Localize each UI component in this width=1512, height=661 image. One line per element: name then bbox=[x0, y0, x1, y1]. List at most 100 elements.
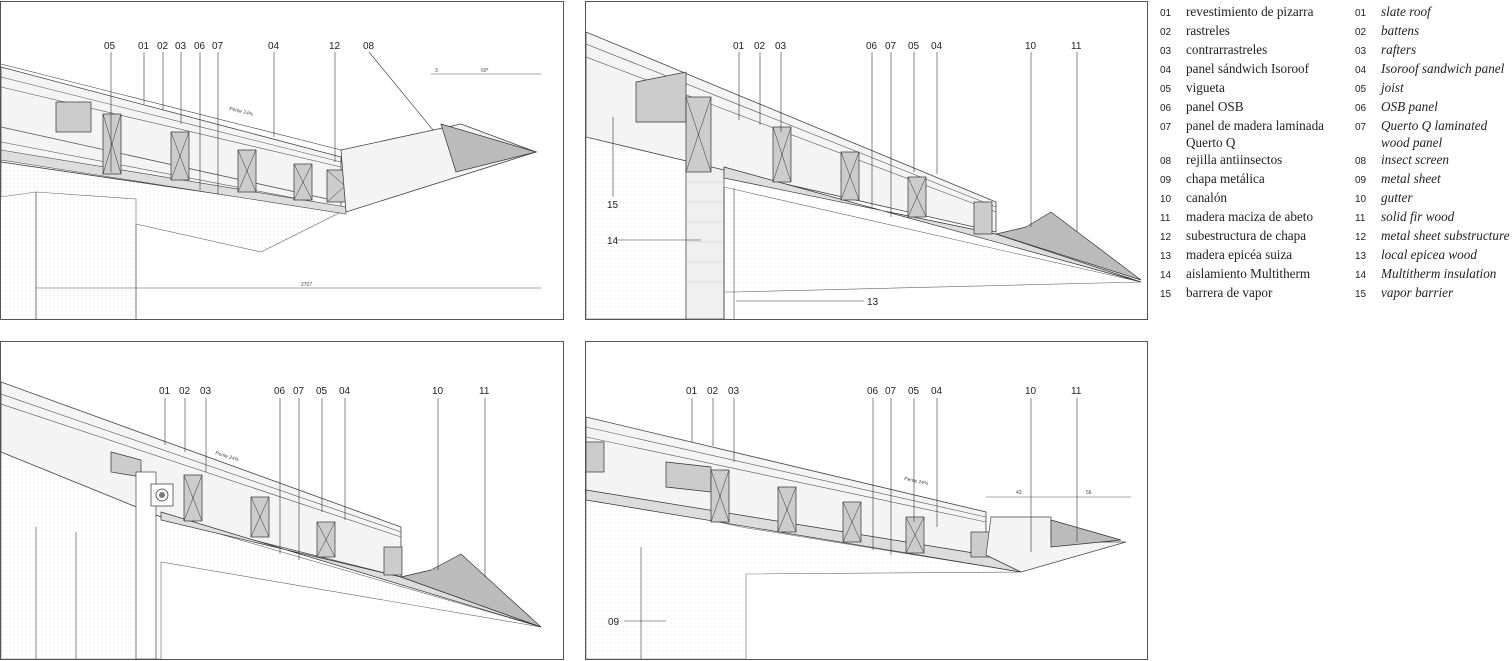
legend-number: 08 bbox=[1160, 156, 1172, 167]
legend-text: madera epicéa suiza bbox=[1186, 247, 1293, 262]
legend-number: 12 bbox=[1160, 232, 1172, 243]
legend-item: 10 canalón bbox=[1160, 189, 1350, 208]
label-01: 01 bbox=[733, 41, 745, 52]
label-04: 04 bbox=[339, 386, 351, 397]
dim-b: 56 bbox=[1086, 490, 1092, 496]
legend-item: 14 aislamiento Multitherm bbox=[1160, 265, 1350, 284]
label-05: 05 bbox=[908, 386, 920, 397]
gutter-solid-wood bbox=[399, 553, 542, 628]
label-10: 10 bbox=[1025, 386, 1037, 397]
legend-item: 12 subestructura de chapa bbox=[1160, 227, 1350, 246]
label-07: 07 bbox=[885, 41, 897, 52]
legend-text: gutter bbox=[1381, 190, 1413, 205]
label-06: 06 bbox=[274, 386, 286, 397]
legend-text: local epicea wood bbox=[1381, 247, 1477, 262]
slope-note: Pente 24% bbox=[904, 476, 930, 487]
legend-text: Multitherm insulation bbox=[1381, 266, 1497, 281]
legend-number: 06 bbox=[1355, 103, 1367, 114]
legend-number: 08 bbox=[1355, 156, 1367, 167]
label-05: 05 bbox=[316, 386, 328, 397]
legend-number: 03 bbox=[1160, 46, 1172, 57]
legend-text: insect screen bbox=[1381, 152, 1449, 167]
legend-text: Isoroof sandwich panel bbox=[1381, 61, 1505, 76]
dim-overall: 2707 bbox=[301, 282, 312, 288]
legend-text: metal sheet bbox=[1381, 171, 1441, 186]
legend-item: 11 solid fir wood bbox=[1355, 208, 1512, 227]
label-03: 03 bbox=[200, 386, 212, 397]
legend-item: 08 rejilla antiinsectos bbox=[1160, 151, 1350, 170]
legend-number: 10 bbox=[1160, 194, 1172, 205]
label-07: 07 bbox=[212, 41, 224, 52]
dim-a: 43 bbox=[1016, 490, 1022, 496]
legend-text: canalón bbox=[1186, 190, 1228, 205]
legend-number: 14 bbox=[1355, 270, 1367, 281]
legend-text: solid fir wood bbox=[1381, 209, 1455, 224]
legend-text: madera maciza de abeto bbox=[1186, 209, 1314, 224]
label-06: 06 bbox=[866, 41, 878, 52]
dim-small: 3 bbox=[435, 68, 438, 74]
slope-note: Pente 24% bbox=[229, 106, 255, 118]
detail-1-drawing: 2707 3 60* Pente 24% 05 01 02 03 06 07 0… bbox=[0, 1, 564, 320]
label-04: 04 bbox=[931, 386, 943, 397]
label-06: 06 bbox=[867, 386, 879, 397]
legend-item: 14 Multitherm insulation bbox=[1355, 265, 1512, 284]
label-11: 11 bbox=[1071, 41, 1082, 52]
legend-number: 05 bbox=[1355, 84, 1367, 95]
legend-text: slate roof bbox=[1381, 4, 1431, 19]
legend-number: 07 bbox=[1160, 122, 1172, 133]
legend-number: 12 bbox=[1355, 232, 1367, 243]
legend-text: contrarrastreles bbox=[1186, 42, 1268, 57]
legend-text: vigueta bbox=[1186, 80, 1225, 95]
legend-text: aislamiento Multitherm bbox=[1186, 266, 1311, 281]
legend-text: rafters bbox=[1381, 42, 1417, 57]
legend-text: rejilla antiinsectos bbox=[1186, 152, 1283, 167]
label-11: 11 bbox=[1071, 386, 1082, 397]
legend-number: 10 bbox=[1355, 194, 1367, 205]
legend-number: 07 bbox=[1355, 122, 1367, 133]
label-01: 01 bbox=[686, 386, 698, 397]
label-14: 14 bbox=[607, 236, 619, 247]
gutter-solid-wood bbox=[440, 123, 538, 173]
label-09: 09 bbox=[608, 617, 620, 628]
label-01: 01 bbox=[159, 386, 171, 397]
label-08: 08 bbox=[363, 41, 375, 52]
label-02: 02 bbox=[179, 386, 191, 397]
legend-item: 06 OSB panel bbox=[1355, 98, 1512, 117]
legend-number: 03 bbox=[1355, 46, 1367, 57]
legend-text: Querto Q laminated wood panel bbox=[1381, 118, 1488, 150]
legend-number: 13 bbox=[1355, 251, 1367, 262]
label-03: 03 bbox=[175, 41, 187, 52]
legend-text: subestructura de chapa bbox=[1186, 228, 1307, 243]
legend-item: 13 local epicea wood bbox=[1355, 246, 1512, 265]
legend-text: OSB panel bbox=[1381, 99, 1438, 114]
label-02: 02 bbox=[754, 41, 766, 52]
legend-item: 03 rafters bbox=[1355, 41, 1512, 60]
gutter-solid-wood bbox=[1050, 519, 1122, 548]
legend-item: 07 Querto Q laminated wood panel bbox=[1355, 117, 1512, 151]
label-11: 11 bbox=[479, 386, 490, 397]
legend-number: 11 bbox=[1355, 213, 1366, 224]
label-15: 15 bbox=[607, 200, 619, 211]
label-10: 10 bbox=[1025, 41, 1037, 52]
legend-item: 09 metal sheet bbox=[1355, 170, 1512, 189]
label-04: 04 bbox=[931, 41, 943, 52]
legend-item: 08 insect screen bbox=[1355, 151, 1512, 170]
legend-number: 02 bbox=[1160, 27, 1172, 38]
legend-text: vapor barrier bbox=[1381, 285, 1454, 300]
label-07: 07 bbox=[293, 386, 305, 397]
legend-number: 14 bbox=[1160, 270, 1172, 281]
legend-number: 09 bbox=[1160, 175, 1172, 186]
label-03: 03 bbox=[728, 386, 740, 397]
legend-text: revestimiento de pizarra bbox=[1186, 4, 1314, 19]
label-05: 05 bbox=[104, 41, 116, 52]
legend-number: 09 bbox=[1355, 175, 1367, 186]
